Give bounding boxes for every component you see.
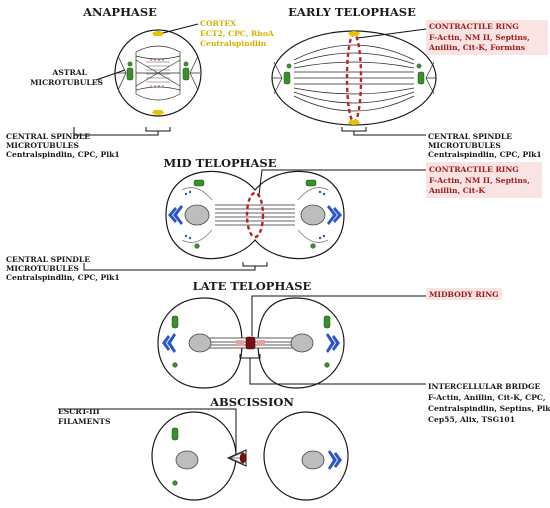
anaphase-cortex-top: [152, 31, 164, 36]
mid-ring-components-line2: Anillin, Cit-K: [428, 186, 485, 195]
early-ring-components-line1: F-Actin, NM II, Septins,: [429, 33, 530, 42]
late-telophase-title: LATE TELOPHASE: [193, 279, 312, 293]
anaphase-centrosome-left: [127, 61, 133, 67]
anaphase-spindle-label-line2: MICROTUBULES: [6, 141, 79, 150]
early-ring-label: CONTRACTILE RING: [429, 22, 519, 31]
escrt-label-line1: ESCRT-III: [58, 407, 100, 416]
abscission-title: ABSCISSION: [209, 395, 294, 409]
abscission-chromosome-left: [171, 427, 179, 441]
early-spindle-label-line2: MICROTUBULES: [428, 141, 501, 150]
cortex-label: CORTEX: [200, 19, 236, 28]
mid-telophase-title: MID TELOPHASE: [163, 156, 276, 170]
late-bridge-left-pink: [236, 340, 244, 346]
late-nucleus-right: [290, 333, 314, 353]
mid-nucleus-left: [184, 204, 210, 226]
anaphase-title: ANAPHASE: [82, 5, 157, 19]
early-telophase-spindle: [272, 44, 436, 112]
bridge-label: INTERCELLULAR BRIDGE: [428, 382, 540, 391]
anaphase-centrosome-right: [183, 61, 189, 67]
mid-chromosome-left-top: [193, 179, 205, 187]
mid-spindle-bracket: [83, 262, 268, 271]
mid-nucleus-right: [300, 204, 326, 226]
astral-label-line1: ASTRAL: [51, 68, 87, 77]
abscission-panel: ABSCISSION ESCRT-III FILAMENTS: [58, 395, 349, 501]
midbody-label-box: [426, 288, 502, 300]
late-chromosome-left: [171, 315, 179, 329]
late-centrosome-left: [172, 362, 178, 368]
mid-central-spindle: [215, 204, 295, 226]
bridge-bracket: [239, 354, 426, 385]
early-ring-components-line2: Anillin, Cit-K, Formins: [428, 43, 525, 52]
anaphase-chromosome-right: [182, 67, 190, 81]
cortex-components-line2: Centralspindlin: [200, 39, 267, 48]
mid-ring-components-line1: F-Actin, NM II, Septins,: [429, 176, 530, 185]
mid-telophase-cell: [165, 170, 345, 260]
mid-ring-label-box: [426, 162, 542, 198]
mid-ring-pointer: [258, 169, 426, 196]
mid-astral-left: [168, 205, 183, 225]
early-telophase-title: EARLY TELOPHASE: [288, 5, 416, 19]
mid-spindle-label-line2: MICROTUBULES: [6, 264, 79, 273]
anaphase-panel: ANAPHASE: [6, 5, 274, 159]
anaphase-spindle: [116, 45, 200, 101]
astral-label-line2: MICROTUBULES: [30, 78, 103, 87]
mid-centrosome-right: [310, 243, 316, 249]
anaphase-chromosome-left: [126, 67, 134, 81]
mid-astral-right: [327, 205, 342, 225]
bridge-components-line2: Centralspindlin, Septins, Plk1,: [428, 404, 550, 413]
escrt-pointer: [58, 408, 237, 452]
abscission-nucleus-left: [175, 450, 199, 470]
early-ring-label-box: [426, 20, 548, 55]
mid-chromosome-right-top: [305, 179, 317, 187]
early-spindle-components: Centralspindlin, CPC, Plk1: [428, 150, 542, 159]
early-telophase-panel: EARLY TELOPHASE CONTRACTILE RING F-Actin…: [271, 5, 548, 159]
midbody-pointer: [251, 295, 426, 336]
late-midbody: [245, 336, 256, 350]
abscission-nucleus-right: [301, 450, 325, 470]
late-nucleus-left: [188, 333, 212, 353]
anaphase-spindle-label-line1: CENTRAL SPINDLE: [6, 132, 90, 141]
anaphase-cortex-bottom: [152, 110, 164, 115]
early-telophase-chromosome-right: [417, 71, 425, 85]
late-chromosome-right: [323, 315, 331, 329]
mid-telophase-panel: MID TELOPHASE: [6, 156, 542, 282]
early-telophase-cortex-top: [348, 31, 360, 36]
late-astral-left: [162, 333, 176, 353]
bridge-components-line1: F-Actin, Anillin, Cit-K, CPC,: [428, 393, 545, 402]
early-spindle-bracket: [341, 127, 426, 136]
abscission-centrosome-left: [172, 480, 178, 486]
early-telophase-chromosome-left: [283, 71, 291, 85]
abscission-midbody: [239, 452, 247, 464]
midbody-label: MIDBODY RING: [429, 290, 499, 299]
early-telophase-centrosome-left: [286, 63, 292, 69]
mid-ring-label: CONTRACTILE RING: [429, 165, 519, 174]
early-telophase-centrosome-right: [416, 63, 422, 69]
mid-contractile-ring: [245, 191, 265, 239]
escrt-label-line2: FILAMENTS: [58, 417, 111, 426]
late-telophase-panel: LATE TELOPHASE MIDBODY RING INTERCELLULA…: [157, 279, 550, 424]
mid-blue-dots: [184, 190, 326, 240]
early-ring-pointer: [357, 28, 427, 39]
anaphase-central-spindle-lines: [146, 61, 170, 83]
late-bridge-right-pink: [257, 340, 265, 346]
cortex-components-line1: ECT2, CPC, RhoA: [200, 29, 274, 38]
anaphase-red-overlap-marks: [150, 59, 166, 87]
late-astral-right: [326, 333, 340, 353]
abscission-astral-right: [328, 450, 342, 470]
early-spindle-label-line1: CENTRAL SPINDLE: [428, 132, 512, 141]
late-centrosome-right: [324, 362, 330, 368]
cortex-pointer: [162, 23, 199, 34]
anaphase-spindle-bracket: [73, 127, 171, 136]
mid-spindle-components: Centralspindlin, CPC, Plk1: [6, 273, 120, 282]
astral-pointer: [95, 69, 126, 81]
bridge-components-line3: Cep55, Alix, TSG101: [428, 415, 515, 424]
early-telophase-cortex-bottom: [348, 120, 360, 125]
mid-centrosome-left: [194, 243, 200, 249]
mid-spindle-label-line1: CENTRAL SPINDLE: [6, 255, 90, 264]
mid-astral-arcs: [181, 187, 329, 243]
anaphase-spindle-components: Centralspindlin, CPC, Plk1: [6, 150, 120, 159]
